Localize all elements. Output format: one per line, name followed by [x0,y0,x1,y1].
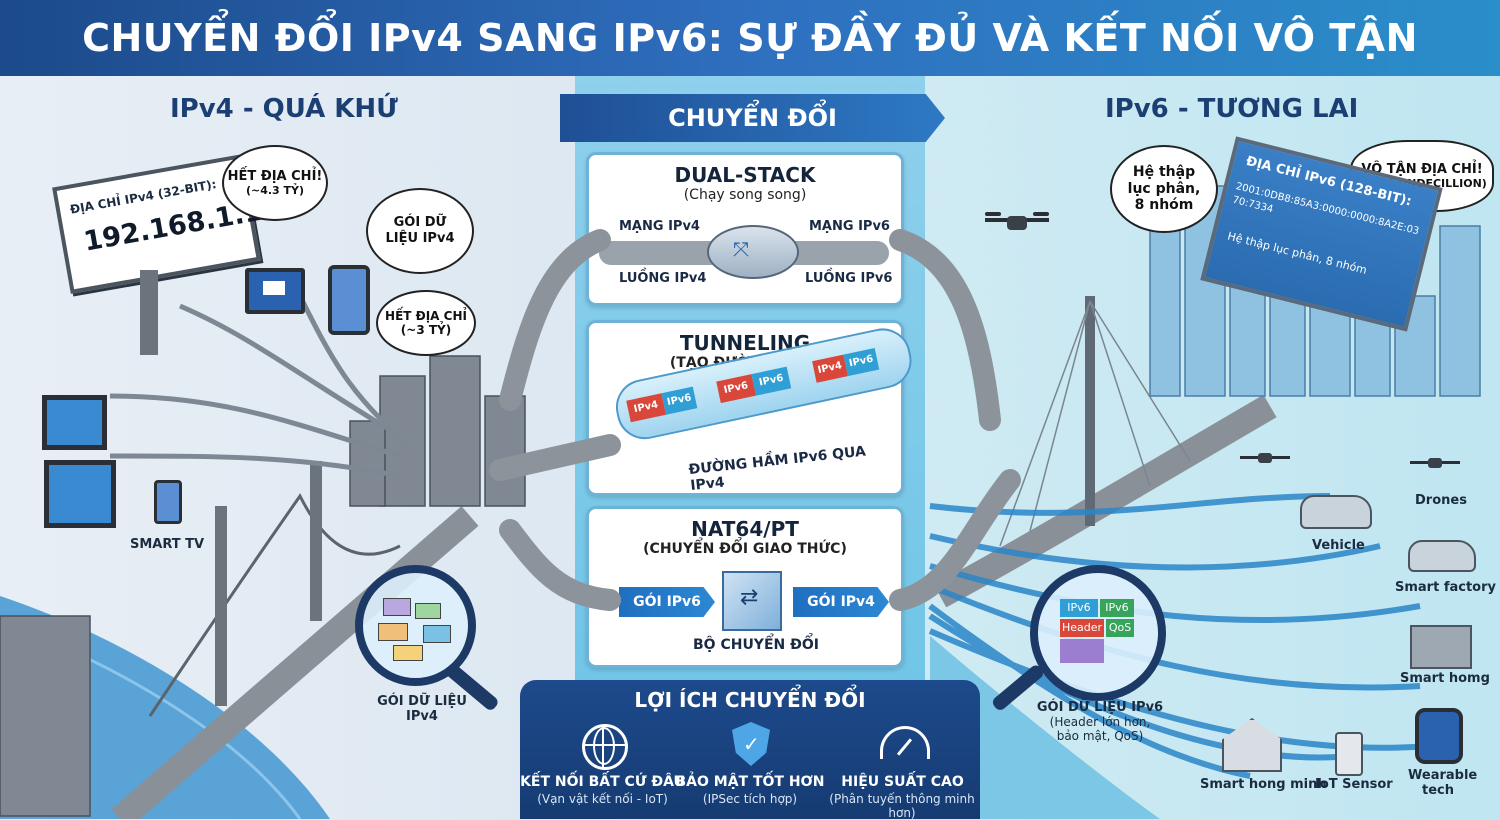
transition-roads [489,229,1021,611]
benefit-1-sub: (Vạn vật kết nối - IoT) [537,792,668,806]
nat64-title: NAT64/PT [691,517,799,541]
ipv4-heading: IPv4 - QUÁ KHỨ [170,94,398,124]
road-to-tunnel [489,434,621,481]
wearable-label: Wearable tech [1408,768,1478,798]
ipv4-magnifier-caption-1: GÓI DỮ LIỆU [377,694,467,709]
page-title: CHUYỂN ĐỔI IPv4 SANG IPv6: SỰ ĐẦY ĐỦ VÀ … [82,16,1418,60]
packet-ipv6b: IPv6 [1100,599,1134,617]
transition-banner: CHUYỂN ĐỔI [560,94,945,142]
packet-ipv6-arrow: GÓI IPv6 [619,587,715,617]
benefit-3-sub: (Phân tuyến thông minh hơn) [829,792,975,820]
ipv6-magnifier-caption: GÓI DỮ LIỆU IPv6 (Header lớn hơn, bảo mậ… [1030,700,1170,743]
road-to-nat64 [499,519,621,611]
globe-icon [582,724,628,770]
packet-ipv6a: IPv6 [1060,599,1098,617]
net-ipv4-label: MẠNG IPv4 [619,219,700,234]
exhausted2-text: HẾT ĐỊA CHỈ [385,308,467,323]
sensor-icon [1335,732,1363,776]
ipv6-caption-2: (Header lớn hơn, [1049,715,1151,729]
hex-bubble: Hệ thập lục phân, 8 nhóm [1110,145,1218,233]
hex-bubble-line2: lục phân, [1127,180,1201,197]
drone-icon-3 [1410,455,1460,473]
right-bridge [933,394,1277,608]
net-ipv6-label: MẠNG IPv6 [809,219,890,234]
billboard-pole [140,270,158,355]
ipv4-packet-bubble-text: GÓI DỮ LIỆU IPv4 [385,215,455,246]
ipv6-caption-3: bảo mật, QoS) [1056,729,1144,743]
road-to-dual-stack [499,229,611,411]
ipv6-caption-1: GÓI DỮ LIỆU IPv6 [1036,700,1164,715]
transition-banner-text: CHUYỂN ĐỔI [668,104,837,132]
road-from-nat64 [889,469,1021,611]
ipv6-billboard-note: Hệ thập lục phân, 8 nhóm [1226,229,1369,277]
road-from-dual-stack [889,229,1001,431]
benefits-panel: LỢI ÍCH CHUYỂN ĐỔI KẾT NỐI BẤT CỨ ĐÂU (V… [520,680,980,820]
drone-icon [985,212,1049,236]
smart-home-minh-label: Smart hong minh [1200,777,1327,792]
wearable-label-2: tech [1422,783,1454,798]
tv-icon [44,460,116,528]
dual-stack-title: DUAL-STACK [674,163,816,187]
left-city [0,355,526,817]
infinite-bubble-text: VÔ TẬN ĐỊA CHỈ! [1361,161,1483,177]
smart-home-label: Smart homg [1400,671,1490,686]
shield-check-icon: ✓ [732,722,770,766]
drones-label: Drones [1415,493,1467,508]
speedometer-icon [880,726,930,759]
benefit-2-sub: (IPSec tích hợp) [702,792,798,806]
exhausted2-bubble: HẾT ĐỊA CHỈ (~3 TỶ) [376,290,476,356]
ipv4-packet-bubble: GÓI DỮ LIỆU IPv4 [366,188,474,274]
exhausted-text: HẾT ĐỊA CHỈ! [227,168,323,184]
dual-stack-panel: DUAL-STACK (Chạy song song) MẠNG IPv4 MẠ… [586,152,904,306]
factory-icon [1410,625,1472,669]
nat64-subtitle: (CHUYỂN ĐỔI GIAO THỨC) [643,541,847,557]
benefits-title: LỢI ÍCH CHUYỂN ĐỔI [634,688,866,712]
converter-cube-icon: ⇄ [722,571,782,631]
hex-bubble-line3: 8 nhóm [1134,197,1194,214]
car-icon [1300,495,1372,529]
flow-ipv6-label: LUỒNG IPv6 [805,271,893,286]
tablet-icon [328,265,370,335]
left-cables [109,294,412,479]
packet-qos: QoS [1106,619,1134,637]
exhausted2-count: (~3 TỶ) [400,323,452,337]
title-bar: CHUYỂN ĐỔI IPv4 SANG IPv6: SỰ ĐẦY ĐỦ VÀ … [0,0,1500,76]
exhausted-bubble: HẾT ĐỊA CHỈ! (~4.3 TỶ) [222,145,328,221]
benefit-3-title: HIỆU SUẤT CAO [841,774,964,790]
drone-icon-2 [1240,450,1290,468]
packet-body [1060,639,1104,663]
converter-label: BỘ CHUYỂN ĐỔI [693,637,819,653]
smartwatch-icon [1415,708,1463,764]
right-water [930,636,1160,819]
hex-bubble-line1: Hệ thập [1132,163,1196,180]
router-icon: ⤧ [707,225,799,279]
ipv6-heading: IPv6 - TƯƠNG LAI [1105,94,1359,124]
ipv4-magnifier-caption: GÓI DỮ LIỆU IPv4 [362,694,482,724]
wearable-label-1: Wearable [1408,768,1478,783]
iot-sensor-label: IoT Sensor [1315,777,1393,792]
flow-ipv4-label: LUỒNG IPv4 [619,271,707,286]
vehicle-label: Vehicle [1312,538,1365,553]
packet-header: Header [1060,619,1104,637]
nat64-panel: NAT64/PT (CHUYỂN ĐỔI GIAO THỨC) GÓI IPv6… [586,506,904,668]
smart-tv-label: SMART TV [130,537,205,552]
benefit-2-title: BẢO MẬT TỐT HƠN [675,774,825,790]
benefit-1-title: KẾT NỐI BẤT CỨ ĐÂU [520,774,685,790]
ipv4-magnifier-caption-2: IPv4 [406,709,438,724]
smart-factory-label: Smart factory [1395,580,1496,595]
ipv6-magnifier: IPv6 IPv6 Header QoS [1030,565,1166,701]
monitor-icon [245,268,305,314]
dual-stack-subtitle: (Chạy song song) [683,187,807,203]
tunneling-panel: TUNNELING (TẠO ĐƯỜNG HẦM) IPv4 IPv6 IPv6… [586,320,917,496]
phone-icon [154,480,182,524]
car-icon-2 [1408,540,1476,572]
desktop-icon [42,395,107,450]
packet-ipv4-arrow: GÓI IPv4 [793,587,889,617]
exhausted-count: (~4.3 TỶ) [245,184,305,198]
